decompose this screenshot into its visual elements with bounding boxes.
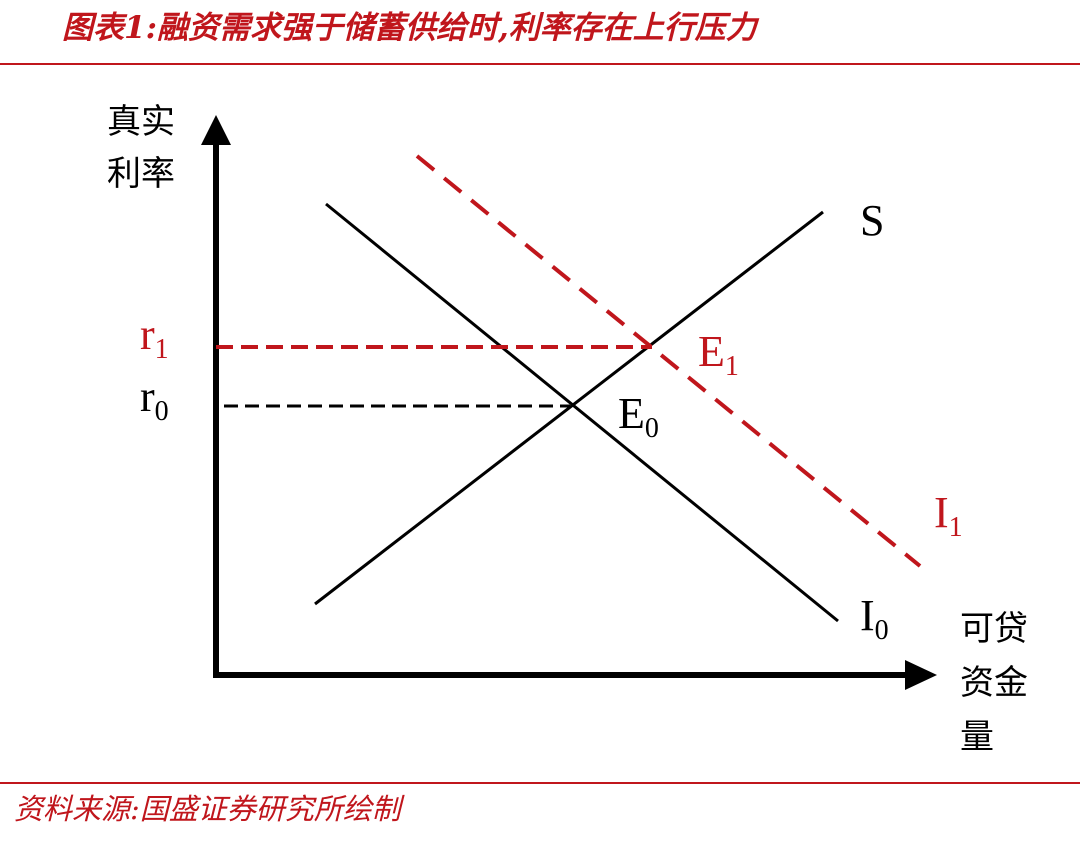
- rate-label-r1-base: r: [140, 310, 155, 359]
- demand-label-i1-base: I: [934, 488, 949, 537]
- rate-label-r1-sub: 1: [155, 334, 169, 365]
- x-axis-label-line3: 量: [960, 717, 994, 757]
- rate-label-r0-base: r: [140, 372, 155, 421]
- demand-label-i0-sub: 0: [875, 615, 889, 646]
- equilibrium-label-e1-base: E: [698, 327, 725, 376]
- equilibrium-label-e0: E0: [618, 389, 659, 444]
- demand-curve-i0: [325, 202, 839, 623]
- supply-curve: [314, 210, 824, 606]
- rate-label-r1: r1: [140, 310, 169, 365]
- equilibrium-label-e0-sub: 0: [645, 413, 659, 444]
- rate-label-r0-sub: 0: [155, 396, 169, 427]
- equilibrium-label-e1: E1: [698, 327, 739, 382]
- y-axis-arrow: [201, 115, 231, 145]
- source-divider: [0, 782, 1080, 784]
- demand-label-i0: I0: [860, 591, 889, 646]
- figure-title: 图表1:融资需求强于储蓄供给时,利率存在上行压力: [62, 4, 757, 52]
- x-axis-label-line2: 资金: [960, 663, 1028, 703]
- demand-label-i1: I1: [934, 488, 963, 543]
- title-divider: [0, 63, 1080, 65]
- equilibrium-label-e0-base: E: [618, 389, 645, 438]
- y-axis-label-line2: 利率: [107, 154, 175, 194]
- y-axis-label-line1: 真实: [107, 102, 175, 142]
- figure-title-prefix: 图表1:: [62, 10, 158, 46]
- demand-label-i1-sub: 1: [949, 512, 963, 543]
- source-note: 资料来源:国盛证券研究所绘制: [14, 792, 401, 826]
- demand-label-i0-base: I: [860, 591, 875, 640]
- supply-label: S: [860, 196, 884, 245]
- figure-title-text: 融资需求强于储蓄供给时,利率存在上行压力: [157, 10, 757, 46]
- x-axis-arrow: [905, 660, 937, 690]
- equilibrium-label-e1-sub: 1: [725, 351, 739, 382]
- rate-label-r0: r0: [140, 372, 169, 427]
- x-axis-label-line1: 可贷: [960, 609, 1028, 649]
- demand-curve-i1: [415, 154, 922, 568]
